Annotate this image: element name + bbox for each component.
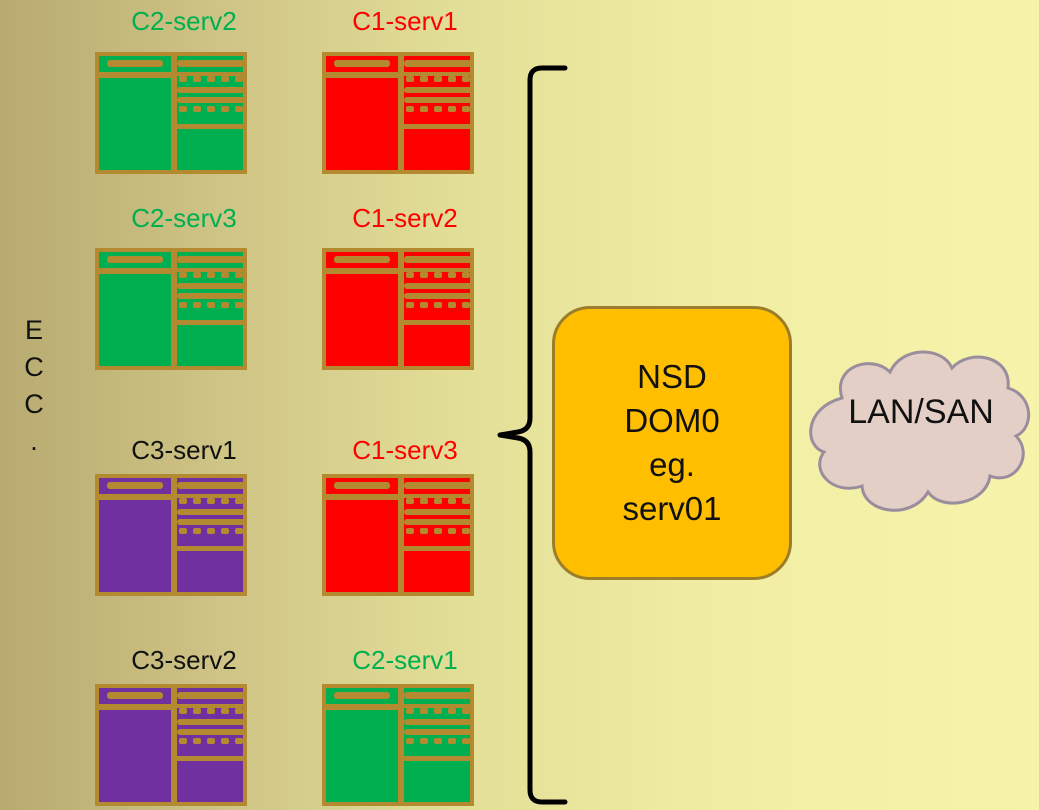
nsd-line-2: DOM0	[624, 402, 720, 439]
nsd-dom0-box: NSD DOM0 eg. serv01	[552, 306, 792, 580]
curly-bracket	[497, 65, 568, 805]
server-icon-c2-serv3	[95, 248, 247, 370]
server-label-c1-serv1: C1-serv1	[352, 6, 458, 36]
server-label-c2-serv1: C2-serv1	[352, 645, 458, 675]
server-icon-c2-serv1	[322, 684, 474, 806]
server-label-c2-serv2: C2-serv2	[131, 6, 237, 36]
server-icon-c1-serv2	[322, 248, 474, 370]
server-icon-c1-serv3	[322, 474, 474, 596]
server-label-c1-serv3: C1-serv3	[352, 435, 458, 465]
ecc-letter-e: E	[24, 315, 43, 345]
server-icon-c3-serv2	[95, 684, 247, 806]
nsd-line-3: eg.	[649, 446, 695, 483]
server-icon-c1-serv1	[322, 52, 474, 174]
ecc-vertical-text: E C C .	[22, 312, 46, 460]
server-icon-c2-serv2	[95, 52, 247, 174]
ecc-letter-c2: C	[24, 389, 44, 419]
cloud-icon	[809, 350, 1031, 512]
server-label-c3-serv1: C3-serv1	[131, 435, 237, 465]
server-icon-c3-serv1	[95, 474, 247, 596]
ecc-letter-c1: C	[24, 352, 44, 382]
ecc-dot: .	[30, 426, 38, 456]
nsd-line-4: serv01	[622, 490, 722, 527]
cloud-label: LAN/SAN	[848, 393, 994, 431]
server-label-c3-serv2: C3-serv2	[131, 645, 237, 675]
nsd-line-1: NSD	[637, 358, 707, 395]
server-label-c1-serv2: C1-serv2	[352, 203, 458, 233]
server-label-c2-serv3: C2-serv3	[131, 203, 237, 233]
